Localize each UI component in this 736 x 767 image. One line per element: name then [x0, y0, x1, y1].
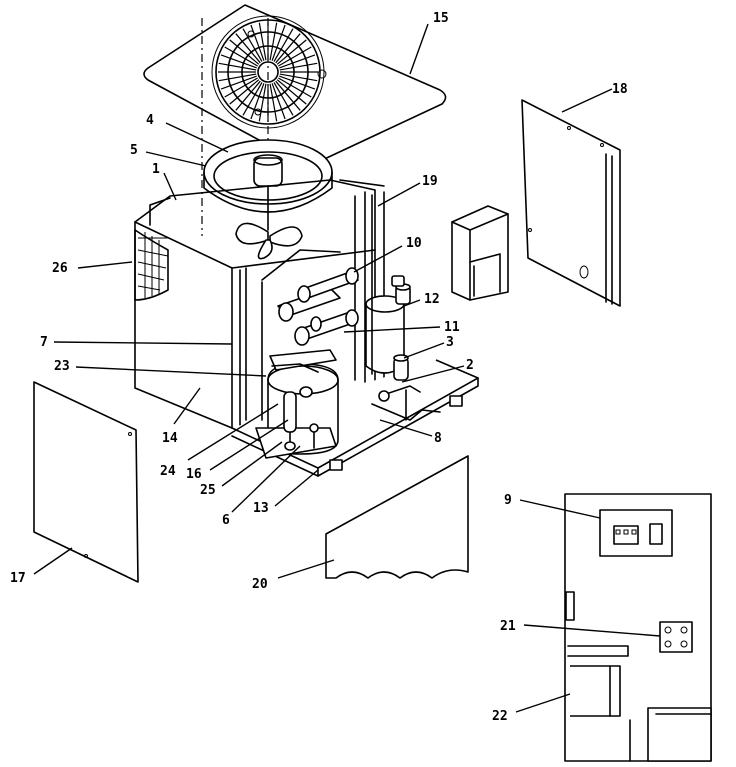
service-panel-right [521, 99, 621, 307]
grille-spoke [229, 39, 260, 65]
grille-spoke [273, 82, 294, 116]
callout-16: 16 [186, 467, 202, 482]
callout-12: 12 [424, 292, 440, 307]
grille-spoke [224, 77, 258, 98]
control-box [451, 205, 509, 301]
top-panel [143, 4, 447, 166]
callout-24: 24 [160, 464, 176, 479]
terminal-block [659, 621, 693, 653]
callout-22: 22 [492, 709, 508, 724]
callout-20: 20 [252, 577, 268, 592]
callout-7: 7 [40, 335, 48, 350]
reversing-valve [371, 354, 441, 421]
grille-spoke [220, 75, 257, 90]
divider-panel [245, 249, 341, 421]
callout-17: 17 [10, 571, 26, 586]
grille-spoke [276, 79, 307, 105]
control-panel [564, 493, 712, 762]
grille-spoke [229, 79, 260, 105]
grille-spoke [250, 83, 265, 120]
callout-2: 2 [466, 358, 474, 373]
grille-spoke [269, 22, 278, 61]
filter-drier [283, 391, 297, 451]
callout-18: 18 [612, 82, 628, 97]
control-board [599, 509, 673, 557]
contactor [570, 665, 621, 717]
grille-spoke [242, 82, 263, 116]
grille-spoke [250, 24, 265, 61]
grille-spoke [218, 62, 257, 71]
callout-26: 26 [52, 261, 68, 276]
piping [277, 267, 359, 346]
grille-spoke [235, 80, 261, 111]
callout-9: 9 [504, 493, 512, 508]
condenser-coil [134, 229, 169, 301]
grille-spoke [235, 33, 261, 64]
grille-spoke [242, 28, 263, 62]
grille-spoke [220, 54, 257, 69]
grille-spoke [276, 39, 307, 65]
grille-spoke [271, 24, 286, 61]
grille-spoke [279, 75, 316, 90]
callout-8: 8 [434, 431, 442, 446]
callout-4: 4 [146, 113, 154, 128]
grille-spoke [278, 46, 312, 67]
compressor [255, 349, 339, 459]
grille-spoke [278, 77, 312, 98]
callout-5: 5 [130, 143, 138, 158]
callout-19: 19 [422, 174, 438, 189]
grille-spoke [258, 83, 267, 122]
grille-spoke [224, 46, 258, 67]
callout-14: 14 [162, 431, 178, 446]
callout-23: 23 [54, 359, 70, 374]
callout-1: 1 [152, 162, 160, 177]
callout-25: 25 [200, 483, 216, 498]
service-valve [309, 423, 319, 449]
callout-3: 3 [446, 335, 454, 350]
callout-15: 15 [433, 11, 449, 26]
callout-10: 10 [406, 236, 422, 251]
grille-spoke [258, 22, 267, 61]
callout-labels: 15 4 5 1 18 19 26 10 12 11 3 2 7 23 14 8… [10, 11, 628, 724]
leader-lines [33, 23, 661, 713]
callout-13: 13 [253, 501, 269, 516]
grille-spoke [279, 73, 318, 82]
cabinet [134, 179, 385, 429]
access-panel-left [33, 381, 139, 583]
grille-spoke [275, 80, 301, 111]
grille-spoke [279, 54, 316, 69]
grille-spoke [271, 83, 286, 120]
capacitor [365, 275, 411, 374]
callout-11: 11 [444, 320, 460, 335]
grille-spoke [269, 83, 278, 122]
grille-spoke [279, 62, 318, 71]
front-panel [325, 455, 469, 579]
callout-21: 21 [500, 619, 516, 634]
grille-spoke [273, 28, 294, 62]
callout-6: 6 [222, 513, 230, 528]
grille-spoke [275, 33, 301, 64]
grille-spoke [218, 73, 257, 82]
fan-blade [235, 222, 303, 260]
